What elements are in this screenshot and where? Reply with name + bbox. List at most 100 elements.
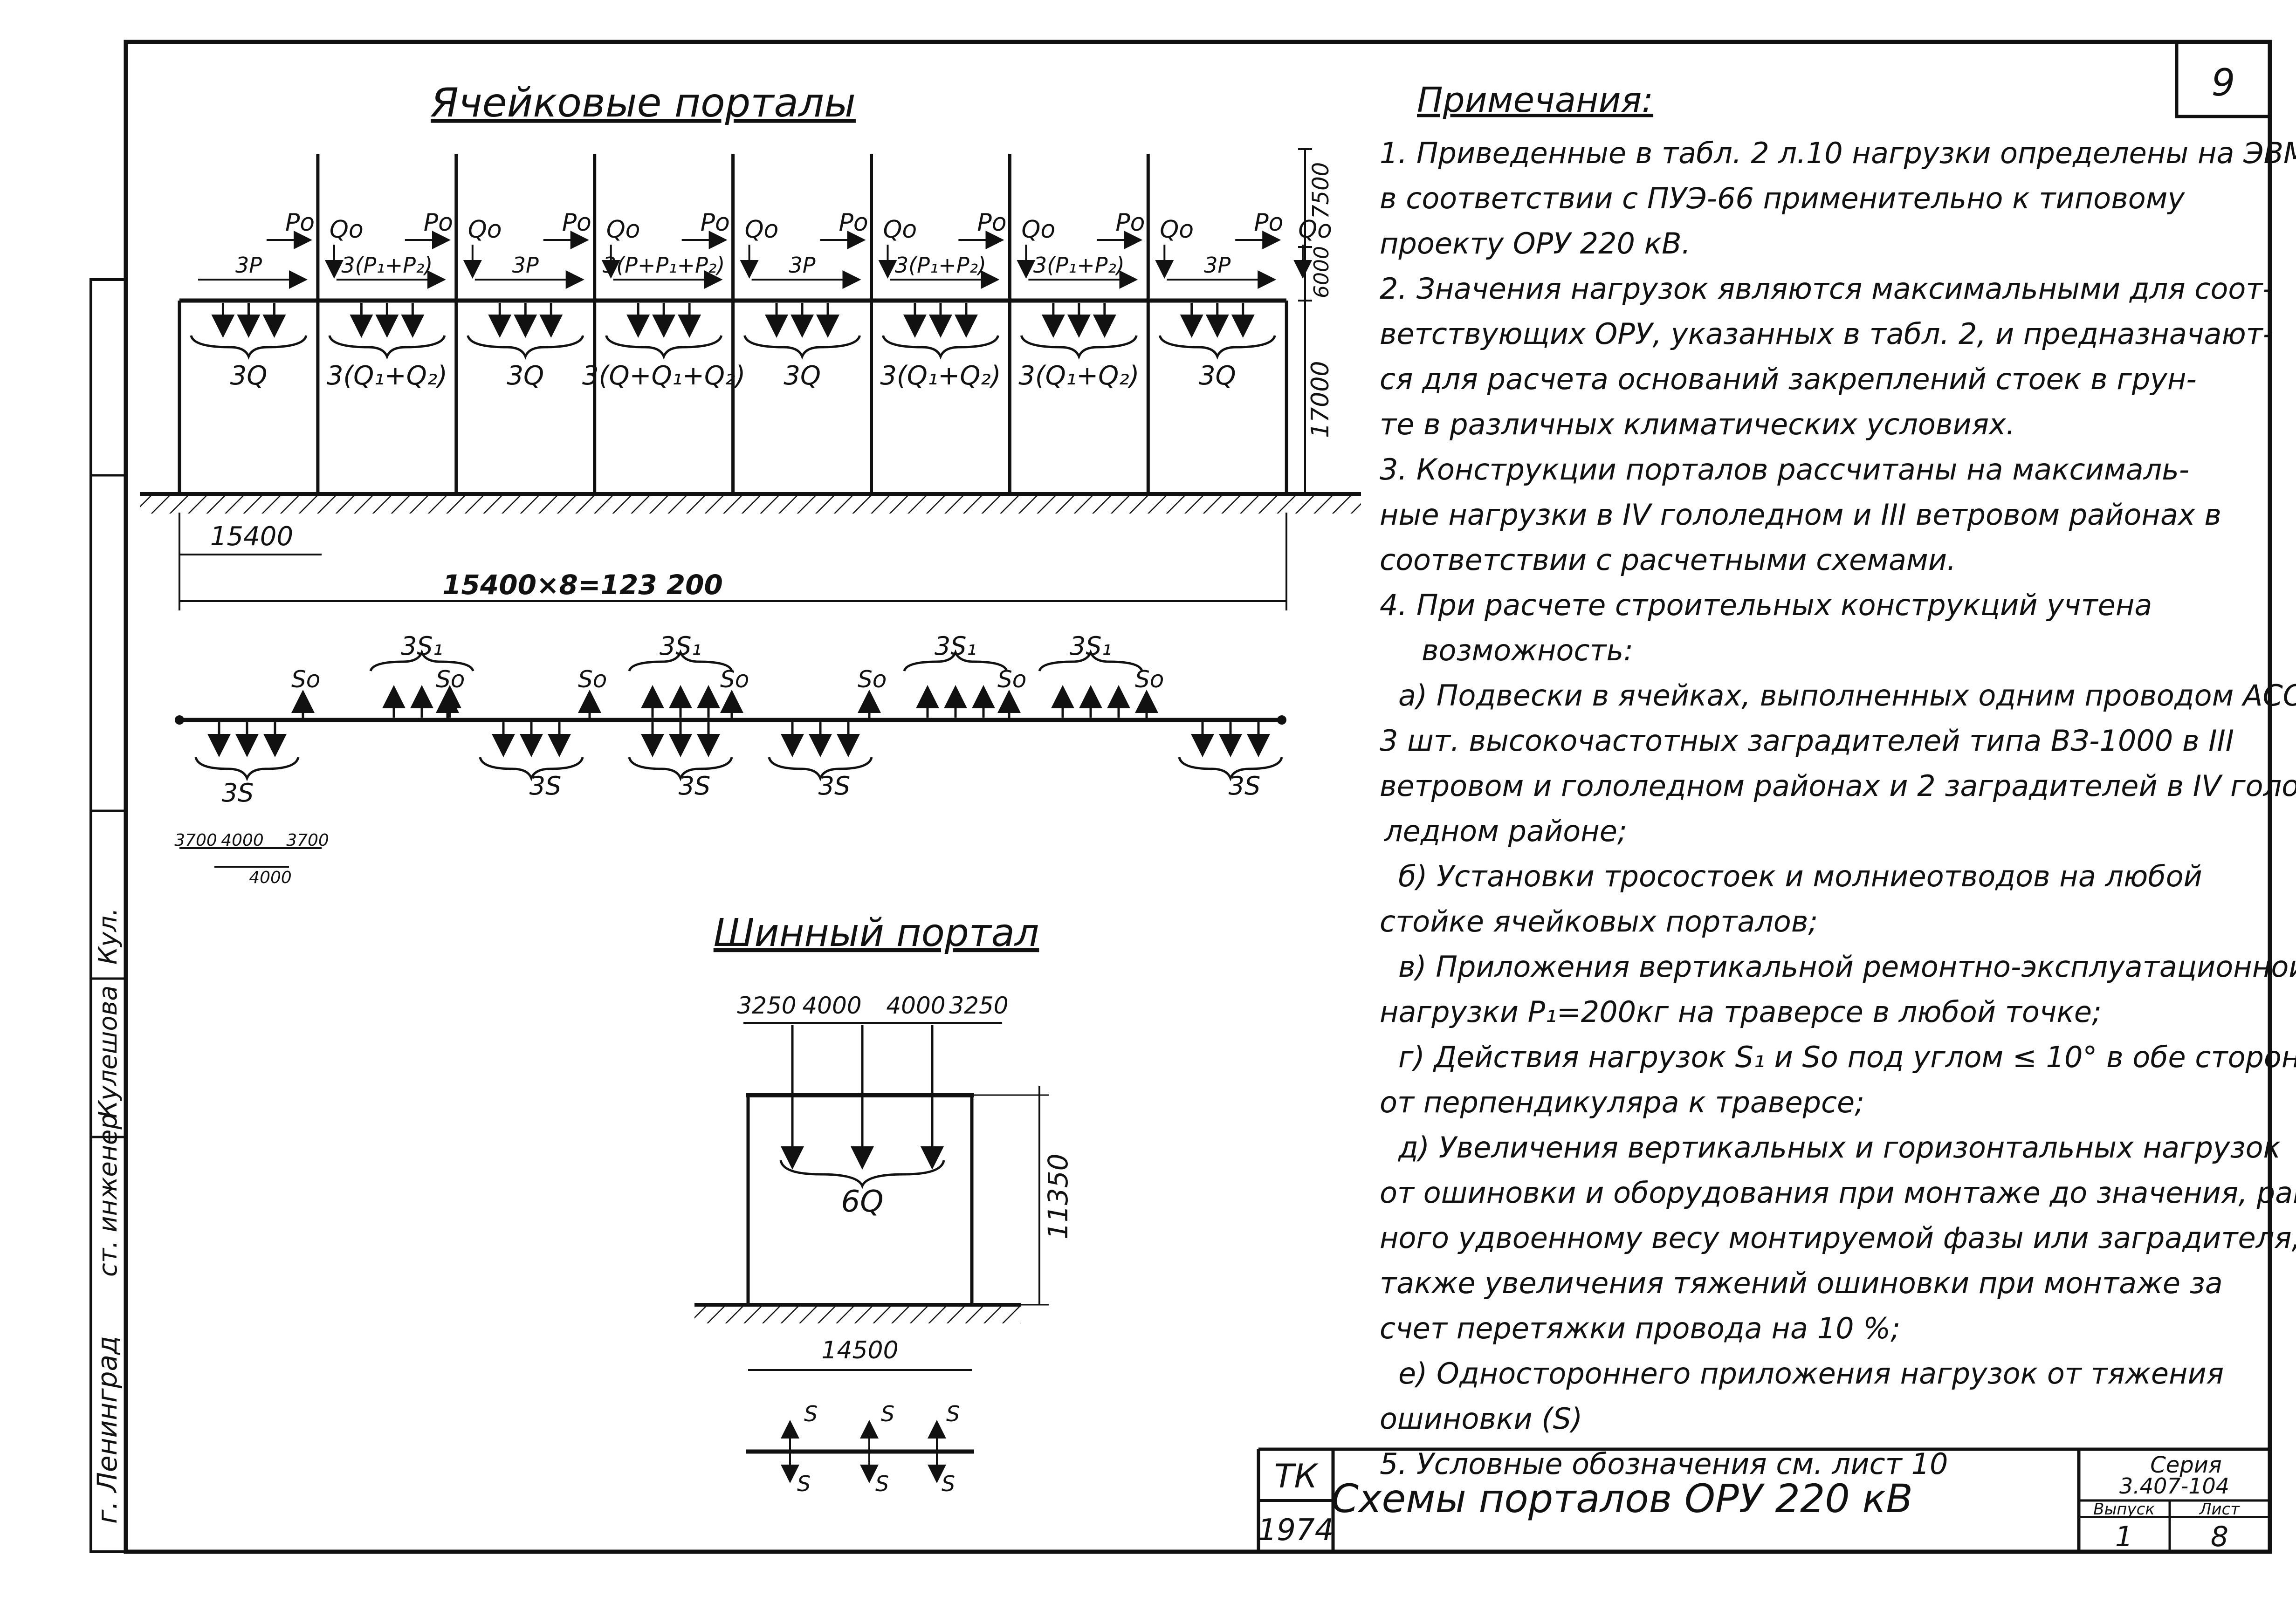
note-line: 2. Значения нагрузок являются максимальн… (1380, 272, 2273, 306)
lower-3s-label: 3S (1229, 771, 1261, 801)
qo-label: Qo (883, 216, 917, 244)
so-label: So (997, 666, 1026, 693)
plan-dim-4000-a: 4000 (221, 831, 264, 850)
dim-span: 15400 (210, 521, 293, 552)
note-line: 5. Условные обозначения см. лист 10 (1380, 1447, 1948, 1481)
bus-dim-3: 4000 (886, 992, 945, 1019)
note-line: в соответствии с ПУЭ-66 применительно к … (1380, 181, 2185, 215)
dim-7500: 7500 (1308, 162, 1334, 219)
so-label: So (858, 666, 887, 693)
cell-columns (178, 154, 1288, 494)
bus-dim-4: 3250 (949, 992, 1008, 1019)
lower-3s-label: 3S (529, 771, 562, 801)
load-brace (1020, 335, 1138, 360)
note-line: соответствии с расчетными схемами. (1380, 543, 1956, 577)
issue-label: Выпуск (2093, 1500, 2155, 1519)
tension-label: 3(P+P₁+P₂) (603, 253, 725, 278)
load-brace (467, 335, 584, 360)
note-line: от перпендикуляра к траверсе; (1380, 1085, 1864, 1119)
series-value: 3.407-104 (2119, 1473, 2229, 1499)
series-label: Серия (2150, 1452, 2222, 1478)
note-line: г) Действия нагрузок S₁ и So под углом ≤… (1398, 1040, 2296, 1074)
tension-label: 3P (512, 253, 539, 278)
sheet-title: Схемы порталов ОРУ 220 кВ (1331, 1476, 1913, 1521)
notes-heading: Примечания: (1417, 80, 1653, 120)
load-brace (328, 335, 446, 360)
bus-width: 14500 (821, 1336, 898, 1364)
note-line: ошиновки (S) (1380, 1402, 1582, 1436)
bus-dim-2: 4000 (802, 992, 861, 1019)
note-line: ледном районе; (1384, 814, 1627, 848)
strip-signature: Кул. (93, 908, 123, 965)
tension-label: 3P (235, 253, 262, 278)
note-line: ветствующих ОРУ, указанных в табл. 2, и … (1380, 317, 2273, 351)
note-line: ные нагрузки в IV гололедном и III ветро… (1380, 498, 2221, 532)
left-strip: г. Ленинград ст. инженер Кулешова Кул. (91, 908, 123, 1524)
po-label: Po (562, 209, 591, 237)
qo-label: Qo (606, 216, 640, 244)
stamp-year: 1974 (1258, 1513, 1334, 1548)
note-line: счет перетяжки провода на 10 %; (1380, 1311, 1900, 1345)
po-label: Po (839, 209, 868, 237)
qo-label: Qo (745, 216, 779, 244)
strip-city: г. Ленинград (91, 1336, 123, 1524)
po-label: Po (701, 209, 730, 237)
tension-label: 3P (789, 253, 816, 278)
plan-dim-3700-b: 3700 (286, 831, 329, 850)
upper-3s1-label: 3S₁ (1070, 631, 1112, 661)
bus-dim-1: 3250 (737, 992, 796, 1019)
note-line: стойке ячейковых порталов; (1380, 904, 1818, 939)
upper-3s1-label: 3S₁ (935, 631, 976, 661)
load-brace (605, 335, 723, 360)
lower-3s-label: 3S (679, 771, 711, 801)
bay-load-label: 3(Q₁+Q₂) (327, 361, 447, 391)
note-line: 4. При расчете строительных конструкций … (1380, 588, 2152, 622)
po-label: Po (285, 209, 315, 237)
sheet-frame (89, 40, 2272, 1554)
po-label: Po (424, 209, 453, 237)
plan-dim-4000-b: 4000 (249, 868, 292, 887)
bus-s-1: S (804, 1401, 818, 1426)
bus-load: 6Q (841, 1185, 883, 1219)
title-block: ТК 1974 Схемы порталов ОРУ 220 кВ Серия … (1257, 1447, 2270, 1553)
qo-label: Qo (1021, 216, 1055, 244)
notes-block: Примечания: 1. Приведенные в табл. 2 л.1… (1380, 80, 2296, 1481)
note-line: д) Увеличения вертикальных и горизонталь… (1398, 1130, 2281, 1165)
lower-3s-label: 3S (818, 771, 851, 801)
upper-3s1-label: 3S₁ (401, 631, 443, 661)
dim-total: 15400×8=123 200 (442, 569, 723, 601)
sheet-label: Лист (2199, 1500, 2240, 1519)
page-number: 9 (2212, 61, 2235, 104)
bus-s-4: S (797, 1471, 811, 1496)
so-label: So (1135, 666, 1164, 693)
bus-s-5: S (875, 1471, 889, 1496)
so-label: So (436, 666, 465, 693)
upper-3s1-label: 3S₁ (660, 631, 701, 661)
note-line: в) Приложения вертикальной ремонтно-эксп… (1398, 950, 2296, 984)
ground-hatch-bus (694, 1305, 1021, 1323)
strip-name: Кулешова (93, 986, 123, 1118)
note-line: б) Установки тросостоек и молниеотводов … (1398, 859, 2202, 893)
bay-load-label: 3Q (784, 361, 821, 391)
qo-label: Qo (330, 216, 364, 244)
bus-portal-title: Шинный портал (714, 911, 1039, 955)
bay-load-label: 3(Q+Q₁+Q₂) (582, 361, 745, 391)
po-label: Po (1115, 209, 1145, 237)
lower-3s-label: 3S (222, 778, 254, 808)
note-line: ветровом и гололедном районах и 2 заград… (1380, 769, 2296, 803)
note-line: от ошиновки и оборудования при монтаже д… (1380, 1176, 2296, 1210)
page-number-box: 9 (2175, 40, 2272, 118)
ground-hatch-cell (140, 494, 1361, 514)
load-brace (190, 335, 308, 360)
note-line: ного удвоенному весу монтируемой фазы ил… (1380, 1221, 2296, 1255)
load-brace (743, 335, 861, 360)
note-line: а) Подвески в ячейках, выполненных одним… (1398, 678, 2296, 712)
bay-load-label: 3Q (1199, 361, 1236, 391)
bay-load-label: 3(Q₁+Q₂) (1018, 361, 1139, 391)
plan-dim-3700-a: 3700 (174, 831, 217, 850)
tension-label: 3(P₁+P₂) (1033, 253, 1125, 278)
note-line: 3. Конструкции порталов рассчитаны на ма… (1380, 452, 2189, 486)
